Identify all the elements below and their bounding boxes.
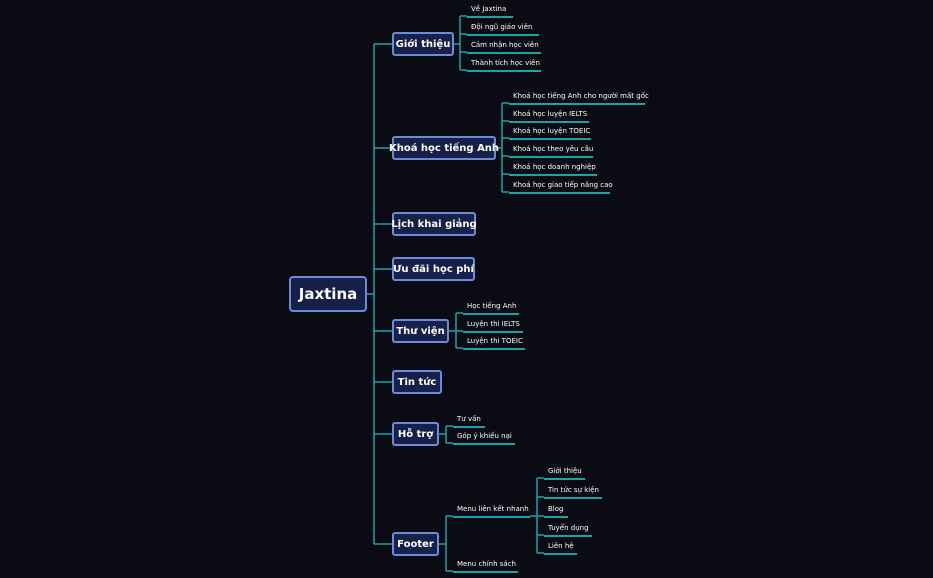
root-label: Jaxtina (298, 285, 358, 303)
leaf-khoa-hoc-doanh-nghiep[interactable]: Khoá học doanh nghiệp (509, 160, 597, 176)
node-ho-tro[interactable]: Hỗ trợ (392, 422, 439, 446)
leaf-khoa-hoc-giao-tiep[interactable]: Khoá học giao tiếp nâng cao (509, 178, 613, 194)
leaf-doi-ngu-giao-vien[interactable]: Đội ngũ giáo viên (467, 20, 539, 36)
node-label: Footer (397, 538, 434, 550)
leaf-tu-van[interactable]: Tư vấn (453, 412, 485, 428)
leaf-hoc-tieng-anh[interactable]: Học tiếng Anh (463, 299, 519, 315)
leaf-luyen-thi-toeic[interactable]: Luyện thi TOEIC (463, 334, 525, 350)
node-tin-tuc[interactable]: Tin tức (392, 370, 442, 394)
leaf-cam-nhan-hoc-vien[interactable]: Cảm nhận học viên (467, 38, 541, 54)
node-label: Ưu đãi học phí (393, 263, 474, 275)
leaf-ve-jaxtina[interactable]: Về Jaxtina (467, 2, 513, 18)
leaf-menu-chinh-sach[interactable]: Menu chính sách (453, 557, 518, 573)
node-khoa-hoc-tieng-anh[interactable]: Khoá học tiếng Anh (388, 136, 500, 160)
node-thu-vien[interactable]: Thư viện (392, 319, 449, 343)
leaf-khoa-hoc-ielts[interactable]: Khoá học luyện IELTS (509, 107, 589, 123)
leaf-footer-gioi-thieu[interactable]: Giới thiệu (544, 464, 585, 480)
node-label: Thư viện (396, 325, 445, 337)
node-label: Hỗ trợ (397, 428, 434, 440)
root-node[interactable]: Jaxtina (289, 276, 367, 312)
node-label: Tin tức (397, 376, 437, 388)
node-uu-dai-hoc-phi[interactable]: Ưu đãi học phí (392, 257, 475, 281)
leaf-menu-lien-ket-nhanh[interactable]: Menu liên kết nhanh (453, 502, 530, 518)
leaf-footer-lien-he[interactable]: Liên hệ (544, 539, 577, 555)
leaf-footer-blog[interactable]: Blog (544, 502, 568, 518)
leaf-luyen-thi-ielts[interactable]: Luyện thi IELTS (463, 317, 523, 333)
node-footer[interactable]: Footer (392, 532, 439, 556)
node-label: Lịch khai giảng (391, 218, 477, 230)
leaf-gop-y-khieu-nai[interactable]: Góp ý khiếu nại (453, 429, 515, 445)
leaf-footer-tuyen-dung[interactable]: Tuyển dụng (544, 521, 592, 537)
node-label: Giới thiệu (395, 38, 451, 50)
node-lich-khai-giang[interactable]: Lịch khai giảng (391, 212, 477, 236)
leaf-thanh-tich-hoc-vien[interactable]: Thành tích học viên (467, 56, 541, 72)
node-label: Khoá học tiếng Anh (388, 142, 500, 154)
leaf-khoa-hoc-theo-yeu-cau[interactable]: Khoá học theo yêu cầu (509, 142, 593, 158)
leaf-footer-tin-tuc-su-kien[interactable]: Tin tức sự kiện (544, 483, 602, 499)
node-gioi-thieu[interactable]: Giới thiệu (392, 32, 454, 56)
leaf-khoa-hoc-mat-goc[interactable]: Khoá học tiếng Anh cho người mất gốc (509, 89, 649, 105)
leaf-khoa-hoc-toeic[interactable]: Khoá học luyện TOEIC (509, 124, 591, 140)
